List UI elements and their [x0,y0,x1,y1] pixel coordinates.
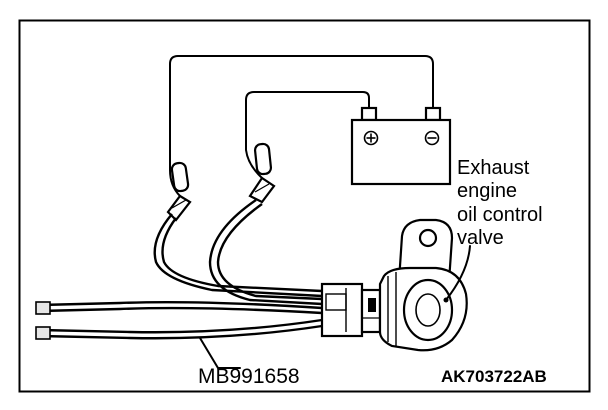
positive-lead-wire [245,91,370,179]
lead-end-pin-lower [35,326,51,340]
oil-control-valve [378,218,468,352]
valve-leader-line [445,245,471,301]
component-label-line4: valve [457,227,504,249]
battery-case [350,118,452,186]
component-label-line3: oil control [457,204,543,226]
harness-lead-lower-b [39,324,323,340]
negative-lead-wire [169,55,434,197]
component-label-line2: engine [457,180,517,202]
harness-lead-lower [39,318,323,334]
positive-alligator-clip [248,176,276,204]
lead-end-pin-upper [35,301,51,315]
diagram-frame [18,19,591,393]
component-label-line1: Exhaust [457,157,530,179]
plus-terminal-symbol [363,130,379,146]
tool-leader-line [199,337,241,369]
harness-connector [320,282,382,338]
harness-lead-upper-b [39,306,323,315]
battery-negative-terminal [424,106,442,122]
negative-alligator-clip [166,194,192,222]
bracket-bolt-hole [418,228,438,248]
minus-terminal-symbol [424,130,440,146]
harness-loop-wire-4 [216,203,323,301]
reference-code: AK703722AB [441,367,547,386]
tool-number-label: MB991658 [198,365,300,388]
negative-lead-fuse [170,161,190,193]
harness-loop-wire-3 [208,199,323,306]
harness-loop-wire-1 [153,213,323,298]
harness-loop-wire-2 [161,217,323,293]
battery [350,106,452,186]
harness-lead-upper [39,300,323,310]
positive-lead-fuse [253,142,273,176]
battery-positive-terminal [360,106,378,122]
